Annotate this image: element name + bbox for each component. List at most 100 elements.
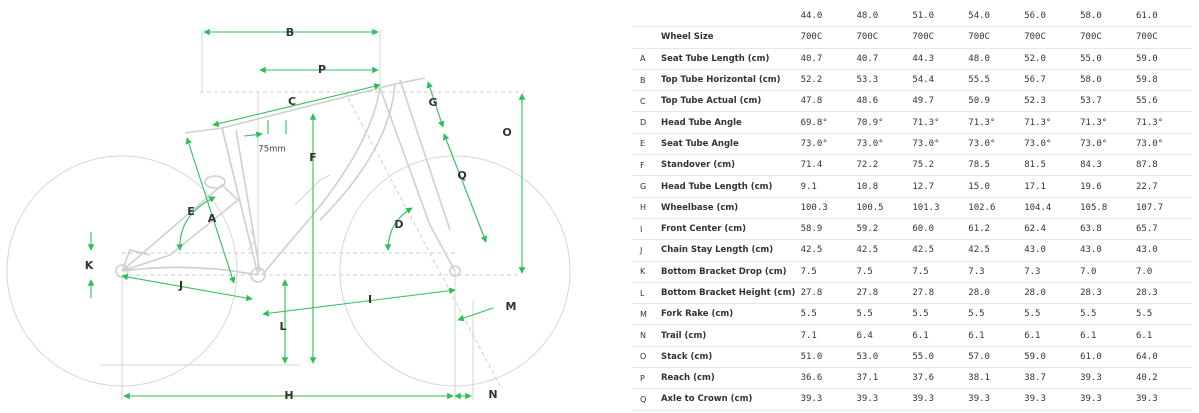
row-name: Top Tube Horizontal (cm) bbox=[660, 75, 781, 86]
size-header: 44.0 bbox=[800, 11, 823, 22]
row-value: 61.0 bbox=[1080, 351, 1102, 362]
row-value: 71.4 bbox=[800, 160, 823, 171]
label-e: E bbox=[187, 205, 195, 218]
row-value: 71.3° bbox=[1080, 117, 1108, 128]
measure-i-line bbox=[262, 287, 456, 317]
row-value: 52.0 bbox=[1024, 53, 1046, 64]
row-value: 61.2 bbox=[968, 224, 990, 235]
row-value: 38.1 bbox=[968, 373, 990, 384]
row-value: 7.3 bbox=[1024, 266, 1041, 277]
code-cell bbox=[632, 6, 661, 27]
row-value: 48.6 bbox=[856, 96, 879, 107]
row-value: 75.2 bbox=[912, 160, 935, 171]
size-header: 54.0 bbox=[968, 11, 990, 22]
row-value: 7.0 bbox=[1136, 266, 1153, 277]
row-value: 6.1 bbox=[912, 330, 929, 341]
row-value: 63.8 bbox=[1080, 224, 1102, 235]
row-name: Chain Stay Length (cm) bbox=[660, 245, 774, 256]
row-code: F bbox=[640, 160, 645, 170]
row-value: 39.3 bbox=[1024, 394, 1046, 405]
row-value: 39.3 bbox=[1136, 394, 1158, 405]
row-value: 5.5 bbox=[1024, 309, 1041, 320]
row-value: 64.0 bbox=[1136, 351, 1158, 362]
measure-labels: B P C G O Q F E A D K J I M L H N 75mm bbox=[85, 26, 517, 402]
measure-e-arc bbox=[176, 196, 216, 251]
label-d: D bbox=[394, 218, 403, 231]
row-value: 39.3 bbox=[856, 394, 879, 405]
row-value: 36.6 bbox=[800, 373, 823, 384]
row-value: 28.0 bbox=[1024, 288, 1046, 298]
row-value: 100.3 bbox=[800, 202, 828, 213]
row-value: 7.0 bbox=[1080, 266, 1097, 277]
measure-d-arc bbox=[384, 207, 413, 251]
row-code: P bbox=[640, 373, 645, 383]
size-header: 48.0 bbox=[856, 11, 879, 22]
row-value: 55.6 bbox=[1136, 96, 1158, 107]
measure-75mm-arrow bbox=[243, 131, 263, 138]
row-value: 107.7 bbox=[1136, 202, 1164, 213]
row-value: 73.0° bbox=[968, 138, 996, 149]
label-h: H bbox=[284, 389, 293, 402]
row-value: 7.5 bbox=[800, 266, 817, 277]
row-value: 57.0 bbox=[968, 351, 990, 362]
row-value: 7.5 bbox=[912, 266, 929, 277]
row-value: 53.3 bbox=[856, 75, 879, 86]
row-code: E bbox=[640, 139, 646, 149]
row-code: L bbox=[640, 288, 645, 298]
row-name: Stack (cm) bbox=[660, 351, 713, 362]
row-value: 44.3 bbox=[912, 53, 935, 64]
row-value: 38.7 bbox=[1024, 373, 1046, 384]
row-code: M bbox=[640, 309, 647, 319]
row-value: 71.3° bbox=[1024, 117, 1052, 128]
row-name: Wheelbase (cm) bbox=[660, 202, 739, 213]
measure-j-line bbox=[121, 273, 253, 302]
label-f: F bbox=[309, 151, 317, 164]
row-value: 73.0° bbox=[912, 138, 940, 149]
row-value: 6.1 bbox=[968, 330, 985, 341]
label-p: P bbox=[318, 63, 326, 76]
row-value: 42.5 bbox=[856, 245, 879, 256]
row-name: Seat Tube Length (cm) bbox=[660, 53, 770, 64]
row-value: 72.2 bbox=[856, 160, 879, 171]
row-name: Bottom Bracket Height (cm) bbox=[660, 288, 796, 298]
row-name: Head Tube Length (cm) bbox=[660, 181, 773, 192]
row-value: 47.8 bbox=[800, 96, 823, 107]
row-value: 700C bbox=[912, 32, 935, 43]
row-value: 7.3 bbox=[968, 266, 985, 277]
row-value: 53.0 bbox=[856, 351, 879, 362]
row-value: 56.7 bbox=[1024, 75, 1046, 86]
label-j: J bbox=[178, 279, 183, 292]
row-value: 27.8 bbox=[856, 288, 879, 298]
row-value: 71.3° bbox=[912, 117, 940, 128]
row-code: B bbox=[640, 75, 646, 85]
row-name: Axle to Crown (cm) bbox=[660, 394, 753, 405]
row-code: O bbox=[640, 352, 647, 362]
row-value: 65.7 bbox=[1136, 224, 1158, 235]
row-value: 51.0 bbox=[800, 351, 823, 362]
row-value: 100.5 bbox=[856, 202, 884, 213]
row-value: 5.5 bbox=[1080, 309, 1097, 320]
row-value: 87.8 bbox=[1136, 160, 1158, 171]
row-value: 43.0 bbox=[1024, 245, 1046, 256]
row-value: 6.1 bbox=[1024, 330, 1041, 341]
row-value: 60.0 bbox=[912, 224, 935, 235]
row-name: Front Center (cm) bbox=[660, 224, 747, 235]
size-header: 58.0 bbox=[1080, 11, 1102, 22]
row-value: 58.9 bbox=[800, 224, 823, 235]
row-value: 5.5 bbox=[800, 309, 817, 320]
row-value: 43.0 bbox=[1080, 245, 1102, 256]
row-name: Trail (cm) bbox=[660, 330, 707, 341]
row-value: 10.8 bbox=[856, 181, 879, 192]
row-value: 55.0 bbox=[1080, 53, 1102, 64]
row-value: 42.5 bbox=[800, 245, 823, 256]
row-value: 28.3 bbox=[1136, 288, 1158, 298]
row-value: 71.3° bbox=[1136, 117, 1164, 128]
row-name: Wheel Size bbox=[660, 32, 714, 43]
measurements bbox=[87, 28, 526, 400]
row-name: Standover (cm) bbox=[660, 160, 735, 171]
